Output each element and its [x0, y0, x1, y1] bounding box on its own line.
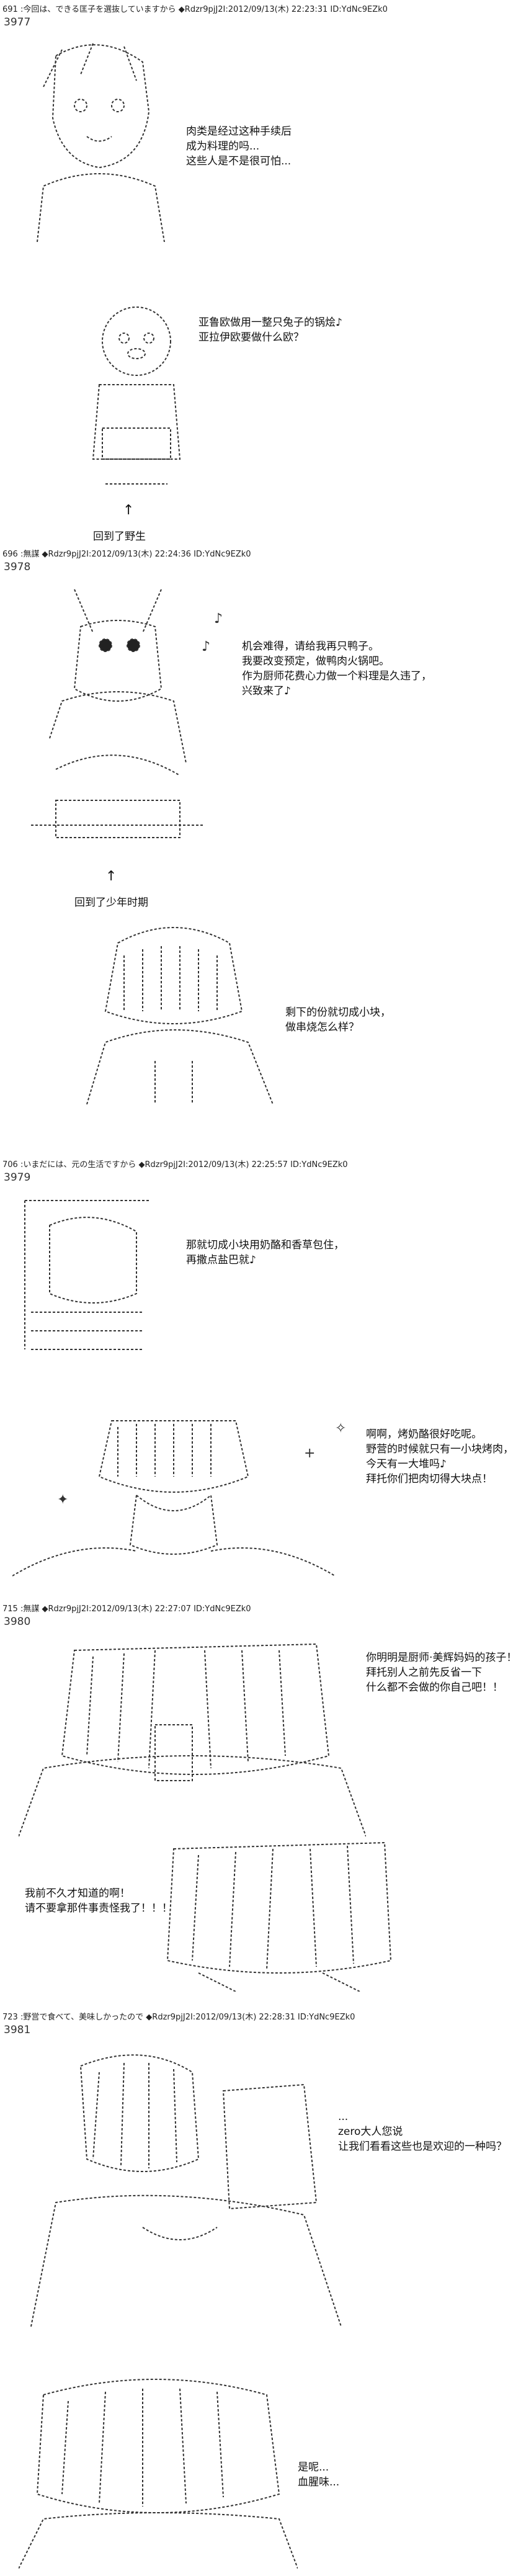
ascii-art-character	[161, 1836, 397, 1992]
caption: 回到了少年时期	[74, 897, 148, 909]
ascii-art-character	[19, 2041, 354, 2364]
dialogue-box: 我前不久才知道的啊！ 请不要拿那件事责怪我了！！！	[25, 1887, 172, 1915]
post-header: 696 :無謀 ◆Rdzr9pjJ2I:2012/09/13(木) 22:24:…	[2, 550, 251, 559]
post-header: 691 :今回は、できる匡子を選抜していますから ◆Rdzr9pjJ2I:201…	[2, 5, 388, 14]
arrow-up-icon: ↑	[105, 869, 117, 884]
dialogue-box: 你明明是厨师·美辉妈妈的孩子！ 拜托别人之前先反省一下 什么都不会做的你自己吧！…	[366, 1652, 517, 1694]
post-number: 3978	[4, 561, 31, 573]
post-number: 3977	[4, 16, 31, 29]
music-note-icon: ♪	[202, 639, 211, 655]
post-number: 3980	[4, 1616, 31, 1628]
post-number: 3979	[4, 1171, 31, 1184]
music-note-icon: ♪	[214, 611, 223, 627]
dialogue-box: 那就切成小块用奶酪和香草包住， 再撒点盐巴就♪	[186, 1239, 344, 1266]
post-number: 3981	[4, 2024, 31, 2036]
ascii-art-character	[19, 37, 180, 242]
dialogue-box: 是呢... 血腥味...	[298, 2461, 340, 2489]
dialogue-box: 机会难得，请给我再只鸭子。 我要改变预定，做鸭肉火锅吧。 作为厨师花费心力做一个…	[242, 640, 432, 697]
dialogue-box: ... zero大人您说 让我们看看这些也是欢迎的一种吗？	[338, 2111, 507, 2153]
ascii-art-character	[62, 918, 292, 1104]
dialogue-box: 亚鲁欧做用一整只兔子的锅烩♪ 亚拉伊欧要做什么欧？	[198, 316, 342, 344]
ascii-art-character	[12, 1402, 335, 1582]
dialogue-box: 肉类是经过这种手续后 成为料理的吗... 这些人是不是很可怕...	[186, 125, 292, 168]
ascii-art-character	[19, 2370, 298, 2569]
ascii-art-character	[25, 577, 211, 862]
post-header: 706 :いまだには、元の生活ですから ◆Rdzr9pjJ2I:2012/09/…	[2, 1160, 348, 1169]
dialogue-box: 啊啊，烤奶酪很好吃呢。 野营的时候就只有一小块烤肉， 今天有一大堆吗♪ 拜托你们…	[366, 1428, 514, 1485]
ascii-art-character	[12, 1188, 161, 1362]
post-header: 715 :無謀 ◆Rdzr9pjJ2I:2012/09/13(木) 22:27:…	[2, 1604, 251, 1614]
ascii-art-character	[74, 298, 198, 496]
sparkle-icon: ✦	[57, 1492, 69, 1508]
sparkle-icon: ✧	[335, 1421, 347, 1436]
arrow-up-icon: ↑	[123, 503, 135, 518]
dialogue-box: 剩下的份就切成小块， 做串烧怎么样？	[285, 1006, 391, 1034]
caption: 回到了野生	[93, 530, 146, 543]
sparkle-icon: +	[304, 1446, 316, 1461]
post-header: 723 :野営で食べて、美味しかったので ◆Rdzr9pjJ2I:2012/09…	[2, 2013, 355, 2022]
ascii-art-character	[19, 1632, 366, 1836]
